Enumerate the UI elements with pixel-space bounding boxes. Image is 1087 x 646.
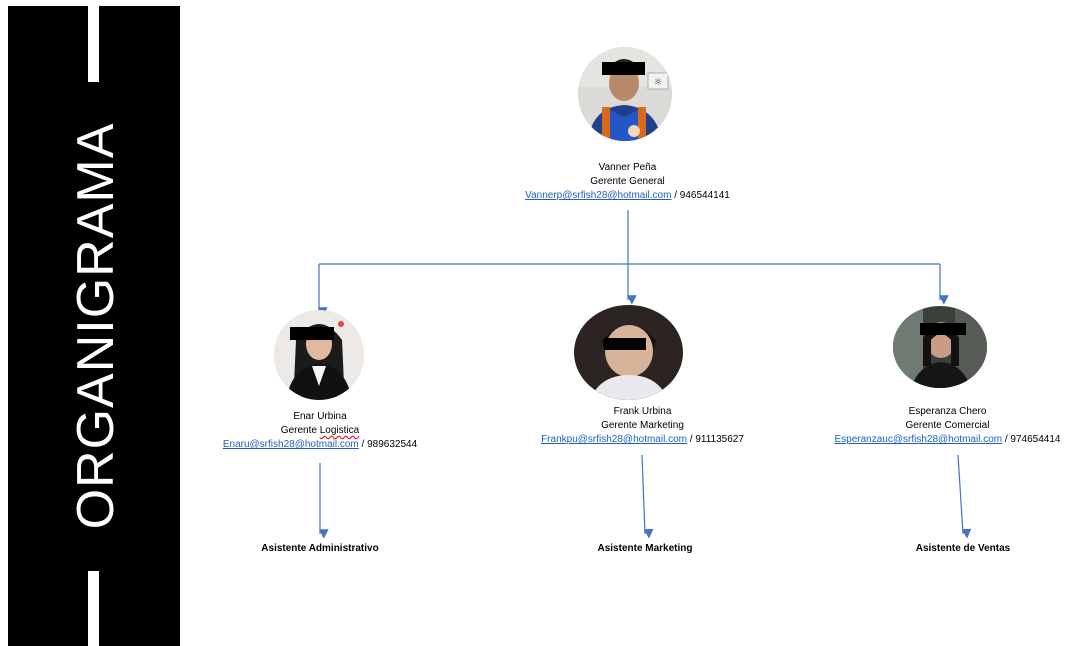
email-link[interactable]: Enaru@srfish28@hotmail.com <box>222 439 359 450</box>
node-name: Enar Urbina <box>293 411 347 422</box>
node-name: Frank Urbina <box>613 406 672 417</box>
assistant-administrativo: Asistente Administrativo <box>261 543 379 554</box>
email-link[interactable]: Esperanzauc@srfish28@hotmail.com <box>834 434 1003 445</box>
assistant-marketing: Asistente Marketing <box>597 543 693 554</box>
email-link[interactable]: Frankpu@srfish28@hotmail.com <box>541 434 687 445</box>
node-role: Gerente Marketing <box>601 420 684 431</box>
node-gerente-logistica: Enar Urbina Gerente Logistica Enaru@srfi… <box>190 410 450 452</box>
person-photo-icon <box>274 310 364 400</box>
person-photo-icon <box>574 305 683 400</box>
sidebar-panel: ORGANIGRAMA <box>8 6 180 646</box>
node-gerente-general: Vanner Peña Gerente General Vannerp@srfi… <box>490 161 765 203</box>
sidebar-accent-bar-top <box>88 6 99 82</box>
node-contact: Esperanzauc@srfish28@hotmail.com / 97465… <box>810 433 1085 447</box>
node-name: Esperanza Chero <box>908 406 987 417</box>
node-name: Vanner Peña <box>598 162 657 173</box>
assistant-ventas: Asistente de Ventas <box>915 543 1011 554</box>
node-contact: Vannerp@srfish28@hotmail.com / 946544141 <box>490 189 765 203</box>
phone-number: / 911135627 <box>687 434 744 445</box>
redaction-bar <box>920 323 966 335</box>
avatar-gerente-marketing <box>574 305 683 400</box>
node-contact: Enaru@srfish28@hotmail.com / 989632544 <box>190 438 450 452</box>
connector-to-asistente-ventas <box>957 454 972 539</box>
node-role: Gerente Comercial <box>905 420 990 431</box>
phone-number: / 989632544 <box>358 439 418 450</box>
svg-text:☼: ☼ <box>654 77 663 88</box>
phone-number: / 946544141 <box>671 190 730 201</box>
node-contact: Frankpu@srfish28@hotmail.com / 911135627 <box>505 433 780 447</box>
node-role: Gerente Logistica <box>280 425 360 436</box>
person-photo-icon <box>893 306 987 388</box>
node-gerente-comercial: Esperanza Chero Gerente Comercial Espera… <box>810 405 1085 447</box>
sidebar-accent-bar-bottom <box>88 571 99 646</box>
redaction-bar <box>290 327 334 340</box>
avatar-gerente-logistica <box>274 310 364 400</box>
phone-number: / 974654414 <box>1002 434 1061 445</box>
email-link[interactable]: Vannerp@srfish28@hotmail.com <box>525 190 672 201</box>
spellcheck-flagged-word: Logistica <box>319 425 360 436</box>
redaction-bar <box>602 62 645 75</box>
node-role: Gerente General <box>590 176 665 187</box>
connector-to-asistente-marketing <box>641 454 654 539</box>
redaction-bar <box>604 338 646 350</box>
avatar-gerente-comercial <box>893 306 987 388</box>
node-gerente-marketing: Frank Urbina Gerente Marketing Frankpu@s… <box>505 405 780 447</box>
